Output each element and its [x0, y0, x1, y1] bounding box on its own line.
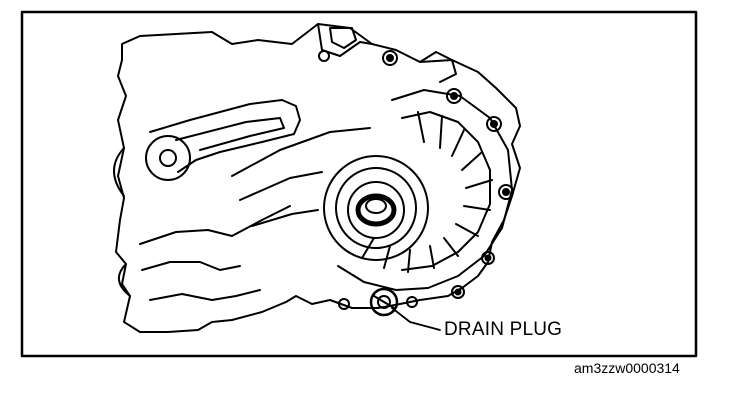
bracket-boss [145, 135, 191, 181]
bolt-icon [382, 50, 398, 66]
bearing-shaft [365, 198, 387, 214]
case-bolts [318, 50, 514, 310]
figure-id: am3zzw0000314 [574, 360, 680, 376]
drain-plug-icon [369, 287, 399, 317]
transaxle-case-outline [115, 23, 521, 333]
lower-left-rib-2 [141, 261, 241, 271]
drain-plug-leader-line [391, 307, 441, 331]
bolt-icon [498, 184, 514, 200]
lower-left-rib [139, 205, 291, 245]
bracket-hole [159, 149, 177, 167]
bearing-outer-ring [323, 155, 429, 261]
ribbed-cover-inner [401, 111, 491, 271]
bracket-arm-inner [175, 117, 285, 151]
upper-boss [329, 27, 357, 49]
bolt-icon [406, 296, 418, 308]
bearing-mid-ring [335, 167, 417, 249]
radial-ribs [361, 111, 493, 273]
figure-frame [20, 10, 698, 358]
bolt-icon [486, 116, 502, 132]
bracket-arm [149, 99, 301, 173]
bearing-bore [355, 193, 397, 227]
lower-left-rib-3 [149, 289, 261, 301]
diagonal-rib-3 [251, 209, 319, 227]
bolt-icon [338, 298, 350, 310]
bolt-icon [451, 285, 465, 299]
upper-lug [317, 23, 373, 57]
diagonal-rib-1 [231, 127, 371, 177]
left-bulge [113, 147, 125, 197]
bolt-icon [446, 88, 462, 104]
drain-plug-label: DRAIN PLUG [444, 319, 563, 340]
bolt-icon [318, 50, 330, 62]
diagonal-rib-2 [239, 171, 323, 201]
bolt-icon [481, 251, 495, 265]
bearing-inner-ring [347, 181, 405, 239]
right-boss [419, 51, 457, 83]
left-bulge-lower [118, 263, 131, 297]
